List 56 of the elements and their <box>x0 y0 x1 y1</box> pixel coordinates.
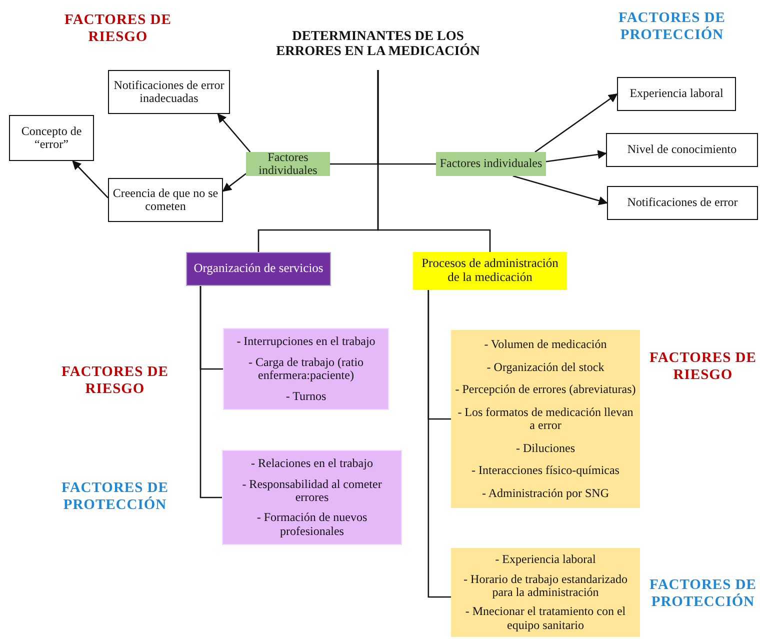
diagram-heading: DETERMINANTES DE LOS ERRORES EN LA MEDICACIÓN <box>275 29 481 59</box>
factor-list-box <box>451 330 640 508</box>
box-text: Creencia de que no se cometen <box>112 186 219 214</box>
factor-box <box>607 186 758 220</box>
category-box <box>413 252 567 290</box>
list-item: - Volumen de medicación <box>484 338 607 352</box>
list-item: - Interrupciones en el trabajo <box>236 335 376 348</box>
box-text: Concepto de “error” <box>20 124 83 152</box>
list-item: - Experiencia laboral <box>495 553 596 566</box>
section-heading: FACTORES DE PROTECCIÓN <box>60 480 170 514</box>
factor-box <box>606 133 758 167</box>
list-item: - Horario de trabajo estandarizado para la administración <box>462 572 628 600</box>
connector-line <box>377 70 491 252</box>
list-item: - Formación de nuevos profesionales <box>256 511 368 538</box>
arrow <box>72 160 108 198</box>
factor-list-box <box>451 548 640 637</box>
connector-line <box>200 286 222 498</box>
category-box <box>246 152 330 176</box>
list-item: - Relaciones en el trabajo <box>251 457 373 470</box>
box-text: Notificaciones de error <box>627 196 738 210</box>
list-item: - Percepción de errores (abreviaturas) <box>455 383 636 396</box>
box-text: Nivel de conocimiento <box>627 143 737 157</box>
arrow <box>217 113 251 152</box>
box-text: Factores individuales <box>440 157 542 171</box>
box-text: Procesos de administración de la medicación <box>420 257 560 285</box>
factor-box <box>108 70 230 114</box>
box-text: Notificaciones de error inadecuadas <box>112 78 226 106</box>
factor-box <box>108 178 223 222</box>
arrow <box>546 150 607 162</box>
list-item: - Carga de trabajo (ratio enfermera:paciente) <box>247 356 365 382</box>
list-item: - Turnos <box>286 390 326 403</box>
category-box <box>436 152 546 176</box>
list-item: - Administración por SNG <box>482 486 609 500</box>
category-box <box>186 252 331 286</box>
arrow <box>534 93 618 153</box>
factor-list-box <box>223 328 389 410</box>
factor-list-box <box>222 450 402 545</box>
list-item: - Interacciones físico-químicas <box>472 464 620 478</box>
box-text: Organización de servicios <box>194 262 324 276</box>
connector-line <box>428 290 451 598</box>
section-heading: FACTORES DE RIESGO <box>648 350 758 384</box>
list-item: - Mnecionar el tratamiento con el equipo sanitario <box>464 605 627 632</box>
list-item: - Organización del stock <box>486 360 604 374</box>
section-heading: FACTORES DE PROTECCIÓN <box>648 577 758 610</box>
list-item: - Diluciones <box>516 442 575 455</box>
section-heading: FACTORES DE RIESGO <box>64 12 172 46</box>
section-heading: FACTORES DE PROTECCIÓN <box>618 10 726 44</box>
list-item: - Los formatos de medicación llevan a error <box>456 406 634 432</box>
arrow <box>222 173 246 192</box>
arrow <box>512 175 608 206</box>
factor-box <box>617 77 736 111</box>
factor-box <box>9 115 94 161</box>
section-heading: FACTORES DE RIESGO <box>60 364 170 398</box>
list-item: - Responsabilidad al cometer errores <box>241 478 383 504</box>
box-text: Factores individuales <box>258 150 318 178</box>
box-text: Experiencia laboral <box>630 87 724 101</box>
